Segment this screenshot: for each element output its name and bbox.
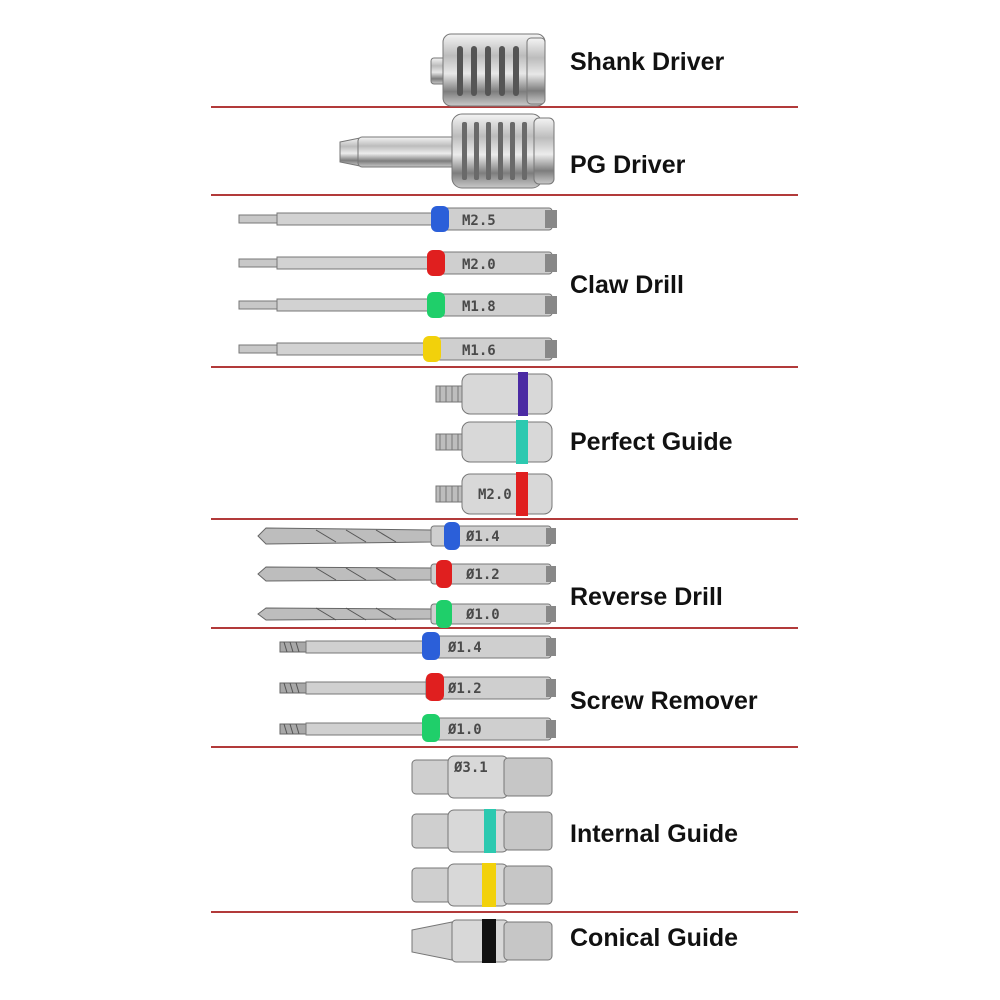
ring (426, 673, 444, 701)
screw-remover-3-image: Ø1.0 (279, 714, 556, 742)
section-divider (211, 366, 798, 368)
shank-driver-label: Shank Driver (570, 48, 725, 76)
ring (516, 420, 528, 464)
screw-remover-1-image: Ø1.4 (279, 632, 556, 660)
section-divider (211, 627, 798, 629)
shank-driver-image (430, 33, 546, 107)
marking: Ø1.0 (447, 722, 482, 738)
marking: Ø1.2 (465, 567, 500, 583)
ring (422, 632, 440, 660)
internal-guide-2-image (411, 809, 553, 853)
section-divider (211, 518, 798, 520)
ring (444, 522, 460, 550)
ring (516, 472, 528, 516)
claw-drill-4-image: M1.6 (238, 336, 557, 362)
reverse-drill-label: Reverse Drill (570, 583, 723, 611)
internal-guide-1-image: Ø3.1 (411, 755, 553, 799)
marking: M2.0 (478, 487, 512, 503)
claw-drill-label: Claw Drill (570, 271, 684, 299)
perfect-guide-1-image (435, 372, 553, 416)
conical-guide-label: Conical Guide (570, 924, 739, 952)
ring (427, 292, 445, 318)
claw-drill-2-image: M2.0 (238, 250, 557, 276)
ring (427, 250, 445, 276)
marking: Ø1.4 (465, 529, 500, 545)
pg-driver-image (339, 113, 555, 189)
perfect-guide-label: Perfect Guide (570, 428, 733, 456)
perfect-guide-3-image: M2.0 (435, 472, 553, 516)
ring (431, 206, 449, 232)
section-divider (211, 746, 798, 748)
marking: M1.8 (462, 299, 496, 315)
perfect-guide-2-image (435, 420, 553, 464)
ring (518, 372, 528, 416)
ring (482, 919, 496, 963)
ring (422, 714, 440, 742)
section-divider (211, 106, 798, 108)
reverse-drill-3-image: Ø1.0 (257, 600, 556, 628)
marking: Ø1.0 (465, 607, 500, 623)
screw-remover-label: Screw Remover (570, 687, 758, 715)
reverse-drill-2-image: Ø1.2 (257, 560, 556, 588)
section-divider (211, 194, 798, 196)
ring (482, 863, 496, 907)
section-divider (211, 911, 798, 913)
marking: Ø1.2 (447, 681, 482, 697)
marking: M1.6 (462, 343, 496, 359)
marking: Ø3.1 (453, 760, 488, 776)
conical-guide-image (411, 919, 553, 963)
ring (436, 560, 452, 588)
marking: Ø1.4 (447, 640, 482, 656)
marking: M2.0 (462, 257, 496, 273)
ring (436, 600, 452, 628)
screw-remover-2-image: Ø1.2 (279, 673, 556, 701)
internal-guide-label: Internal Guide (570, 820, 739, 848)
ring (484, 809, 496, 853)
marking: M2.5 (462, 213, 496, 229)
internal-guide-3-image (411, 863, 553, 907)
ring (423, 336, 441, 362)
claw-drill-1-image: M2.5 (238, 206, 557, 232)
claw-drill-3-image: M1.8 (238, 292, 557, 318)
reverse-drill-1-image: Ø1.4 (257, 522, 556, 550)
pg-driver-label: PG Driver (570, 151, 686, 179)
